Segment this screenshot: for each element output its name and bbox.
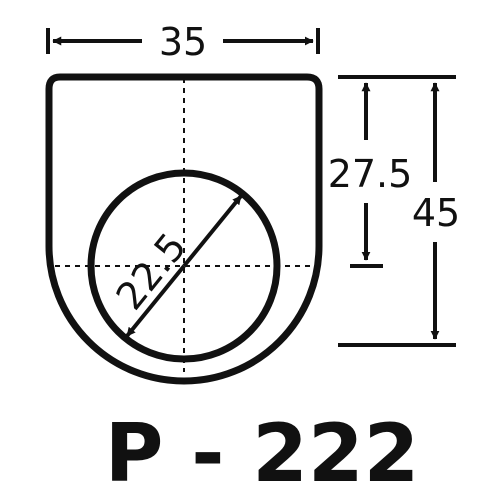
diameter-arrow-line-b xyxy=(125,264,186,338)
total-height-label: 45 xyxy=(412,191,460,235)
diameter-arrow-line-a xyxy=(182,194,243,268)
width-dimension-label: 35 xyxy=(159,20,207,64)
part-outline xyxy=(45,73,323,385)
center-height-label: 27.5 xyxy=(328,152,413,196)
part-code-label: P - 222 xyxy=(105,407,420,500)
